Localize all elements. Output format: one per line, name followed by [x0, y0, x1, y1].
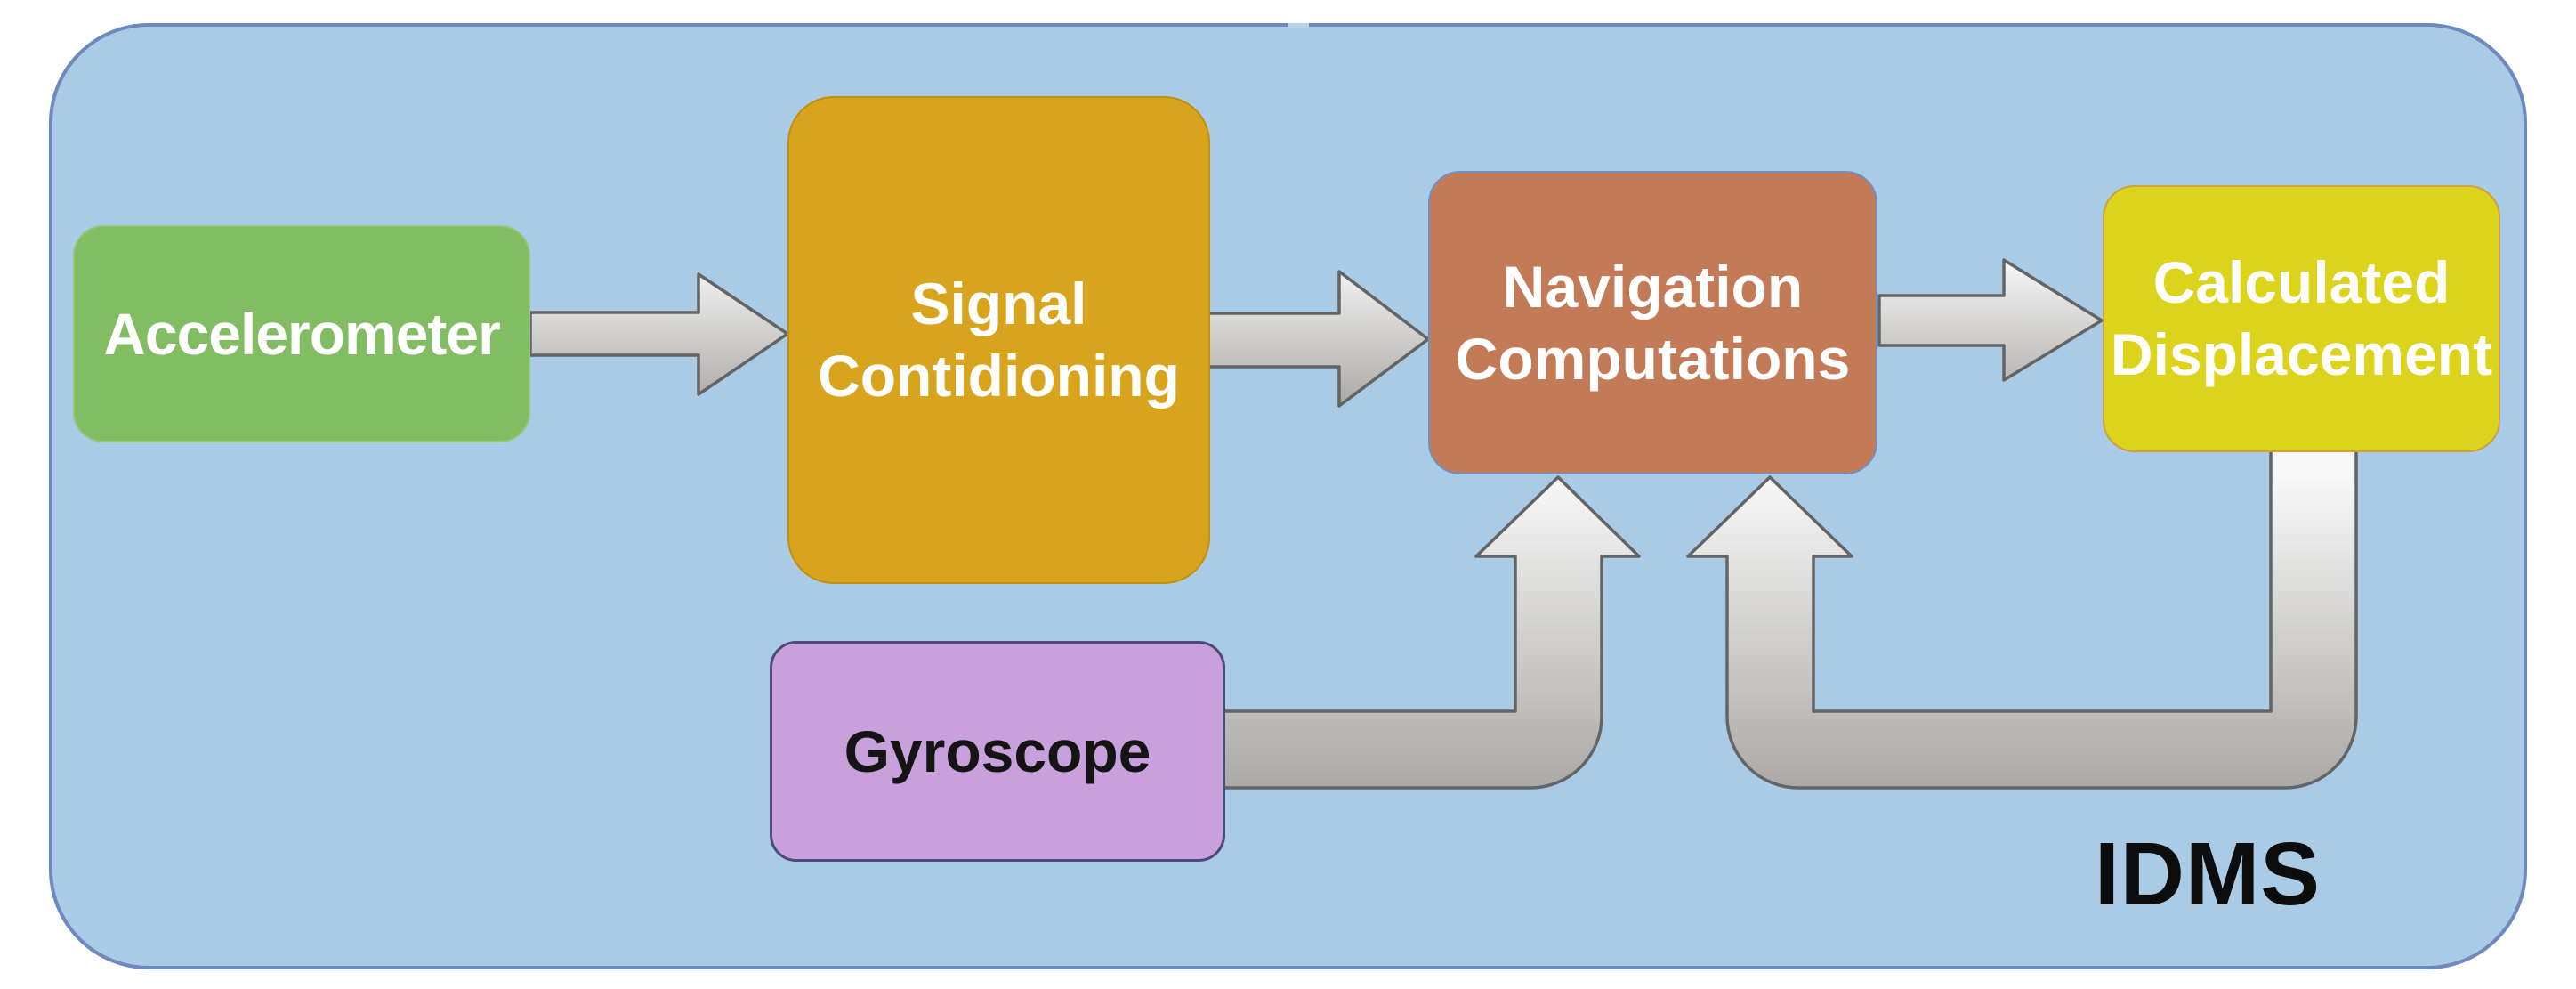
arrow-feedback-calculated-to-navigation	[1686, 449, 2358, 790]
arrow-navigation-to-calculated	[1877, 258, 2104, 382]
node-navigation-computations[interactable]: Navigation Computations	[1428, 171, 1877, 474]
arrow-signal-to-navigation	[1207, 270, 1430, 408]
idms-system-boundary	[49, 23, 2527, 969]
node-calculated-displacement[interactable]: Calculated Displacement	[2103, 185, 2500, 452]
arrow-gyroscope-to-navigation	[1222, 475, 1641, 790]
system-title: IDMS	[2030, 821, 2386, 928]
node-signal-conditioning[interactable]: Signal Contidioning	[787, 96, 1210, 584]
node-gyroscope-label: Gyroscope	[844, 717, 1151, 784]
node-calculated-displacement-label: Calculated Displacement	[2110, 249, 2493, 387]
boundary-connector-notch	[1288, 23, 1309, 28]
node-gyroscope[interactable]: Gyroscope	[770, 641, 1225, 862]
arrow-accelerometer-to-signal	[529, 272, 789, 396]
node-signal-conditioning-label: Signal Contidioning	[818, 271, 1180, 409]
node-navigation-computations-label: Navigation Computations	[1455, 253, 1851, 392]
node-accelerometer-label: Accelerometer	[103, 300, 501, 367]
node-accelerometer[interactable]: Accelerometer	[73, 225, 530, 442]
system-title-text: IDMS	[2095, 823, 2321, 924]
